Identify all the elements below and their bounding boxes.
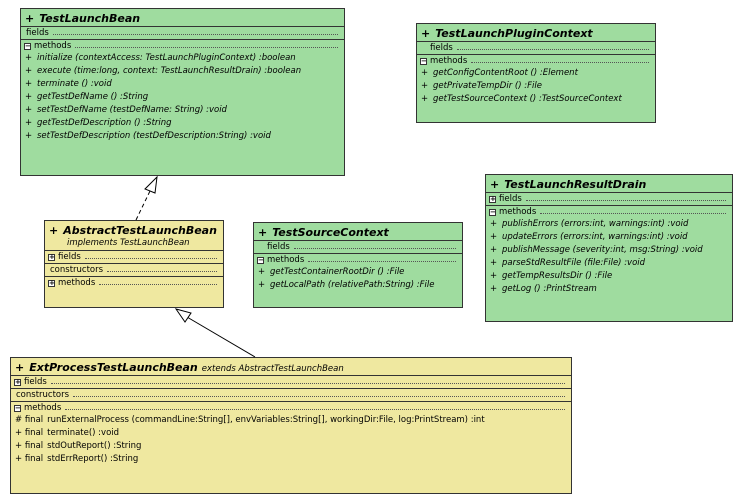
method-row[interactable]: +publishMessage (severity:int, msg:Strin… bbox=[490, 245, 703, 255]
method-row[interactable]: +getTestDefName () :String bbox=[25, 92, 149, 102]
method-row[interactable]: +getTestSourceContext () :TestSourceCont… bbox=[421, 94, 622, 104]
method-row[interactable]: +setTestDefName (testDefName: String) :v… bbox=[25, 105, 227, 115]
method-list: +getTestContainerRootDir () :File +getLo… bbox=[254, 266, 462, 292]
methods-section[interactable]: −methods bbox=[21, 40, 344, 52]
method-row[interactable]: +terminate () :void bbox=[25, 79, 112, 89]
expand-icon[interactable]: + bbox=[48, 278, 55, 287]
method-list: +publishErrors (errors:int, warnings:int… bbox=[486, 218, 732, 296]
collapse-icon[interactable]: − bbox=[257, 255, 264, 264]
realization-line bbox=[135, 190, 151, 221]
method-row[interactable]: +setTestDefDescription (testDefDescripti… bbox=[25, 131, 271, 141]
methods-section[interactable]: −methods bbox=[417, 55, 655, 67]
collapse-icon[interactable]: − bbox=[489, 207, 496, 216]
method-list: +getConfigContentRoot () :Element +getPr… bbox=[417, 67, 655, 106]
expand-icon[interactable]: + bbox=[48, 252, 55, 261]
method-row[interactable]: +updateErrors (errors:int, warnings:int)… bbox=[490, 232, 688, 242]
method-row[interactable]: +getPrivateTempDir () :File bbox=[421, 81, 542, 91]
collapse-icon[interactable]: − bbox=[24, 41, 31, 50]
method-row[interactable]: +parseStdResultFile (file:File) :void bbox=[490, 258, 646, 268]
fields-section[interactable]: +fields bbox=[486, 193, 732, 205]
class-abstract-test-launch-bean[interactable]: +AbstractTestLaunchBean implements TestL… bbox=[44, 220, 224, 308]
generalization-arrowhead bbox=[174, 308, 192, 323]
class-title: +TestLaunchBean bbox=[25, 12, 141, 25]
fields-section[interactable]: fields bbox=[21, 27, 344, 39]
implements-label: implements TestLaunchBean bbox=[67, 238, 190, 248]
method-row[interactable]: +initialize (contextAccess: TestLaunchPl… bbox=[25, 53, 296, 63]
generalization-line bbox=[186, 316, 256, 358]
class-title: +TestSourceContext bbox=[258, 226, 389, 239]
class-title: +AbstractTestLaunchBean bbox=[49, 224, 217, 237]
collapse-icon[interactable]: − bbox=[420, 56, 427, 65]
class-title: +TestLaunchPluginContext bbox=[421, 27, 593, 40]
method-row[interactable]: +execute (time:long, context: TestLaunch… bbox=[25, 66, 302, 76]
method-row[interactable]: +publishErrors (errors:int, warnings:int… bbox=[490, 219, 689, 229]
class-test-launch-plugin-context[interactable]: +TestLaunchPluginContext fields −methods… bbox=[416, 23, 656, 123]
methods-section[interactable]: −methods bbox=[254, 254, 462, 266]
realization-arrowhead bbox=[144, 175, 158, 194]
expand-icon[interactable]: + bbox=[14, 377, 21, 386]
class-test-launch-result-drain[interactable]: +TestLaunchResultDrain +fields −methods … bbox=[485, 174, 733, 322]
class-test-source-context[interactable]: +TestSourceContext fields −methods +getT… bbox=[253, 222, 463, 308]
class-title: +TestLaunchResultDrain bbox=[490, 178, 647, 191]
fields-section[interactable]: +fields bbox=[45, 251, 223, 263]
constructors-section[interactable]: constructors bbox=[45, 264, 223, 276]
method-row[interactable]: +getTempResultsDir () :File bbox=[490, 271, 613, 281]
method-row[interactable]: +getLocalPath (relativePath:String) :Fil… bbox=[258, 280, 435, 290]
methods-section[interactable]: −methods bbox=[486, 206, 732, 218]
constructors-section[interactable]: constructors bbox=[11, 389, 571, 401]
method-row[interactable]: +getTestDefDescription () :String bbox=[25, 118, 172, 128]
collapse-icon[interactable]: − bbox=[14, 403, 21, 412]
extends-label: extends AbstractTestLaunchBean bbox=[201, 364, 344, 374]
fields-section[interactable]: fields bbox=[254, 241, 462, 253]
method-list: +initialize (contextAccess: TestLaunchPl… bbox=[21, 52, 344, 143]
method-row[interactable]: +getTestContainerRootDir () :File bbox=[258, 267, 405, 277]
method-row[interactable]: +getConfigContentRoot () :Element bbox=[421, 68, 578, 78]
class-test-launch-bean[interactable]: +TestLaunchBean fields −methods +initial… bbox=[20, 8, 345, 176]
methods-section[interactable]: −methods bbox=[11, 402, 571, 414]
fields-section[interactable]: +fields bbox=[11, 376, 571, 388]
methods-section[interactable]: +methods bbox=[45, 277, 223, 289]
method-row[interactable]: +getLog () :PrintStream bbox=[490, 284, 597, 294]
expand-icon[interactable]: + bbox=[489, 194, 496, 203]
fields-section[interactable]: fields bbox=[417, 42, 655, 54]
